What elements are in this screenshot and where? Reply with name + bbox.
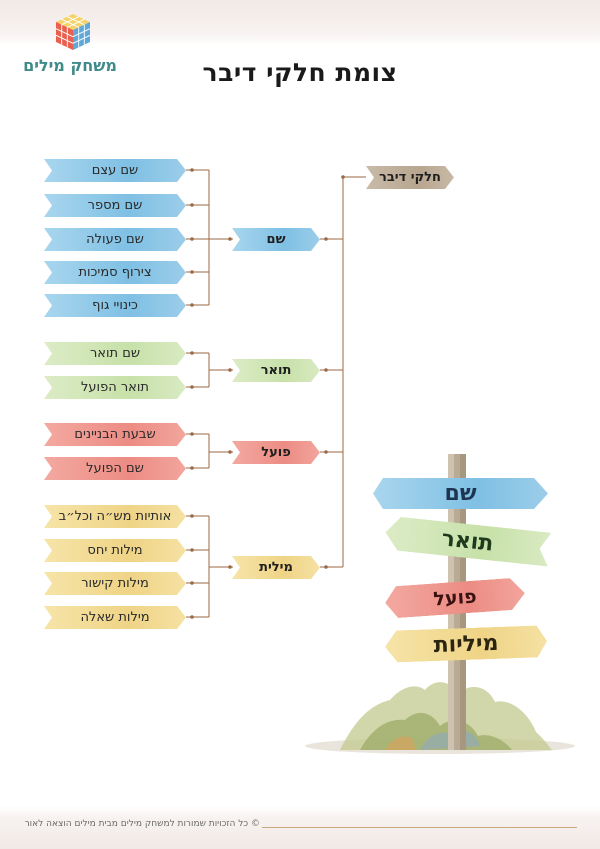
leaf-milot-sheela: מילות שאלה (44, 606, 186, 629)
leaf-toar-hapoal: תואר הפועל (44, 376, 186, 399)
leaf-binyanim: שבעת הבניינים (44, 423, 186, 446)
leaf-shem-etzem: שם עצם (44, 159, 186, 182)
leaf-kinuyei-guf: כינויי גוף (44, 294, 186, 317)
group-node-toar: תואר (232, 359, 320, 382)
footer-divider (262, 827, 577, 828)
leaf-moshe-vekalev: אותיות מש״ה וכל״ב (44, 505, 186, 528)
group-node-milit: מילית (232, 556, 320, 579)
leaf-milot-kishur: מילות קישור (44, 572, 186, 595)
sign-shem: שם (373, 478, 548, 509)
copyright-footer: © כל הזכויות שמורות למשחק מילים מבית מיל… (24, 819, 260, 829)
sign-miliyot: מיליות (384, 625, 547, 663)
leaf-shem-toar: שם תואר (44, 342, 186, 365)
logo[interactable]: משחק מילים (20, 12, 120, 78)
leaf-shem-mispar: שם מספר (44, 194, 186, 217)
leaf-shem-hapoal: שם הפועל (44, 457, 186, 480)
leaf-smichut: צירוף סמיכות (44, 261, 186, 284)
group-node-shem: שם (232, 228, 320, 251)
top-band (0, 0, 600, 46)
group-node-poal: פועל (232, 441, 320, 464)
root-node: חלקי דיבר (366, 166, 454, 189)
leaf-milot-yachas: מילות יחס (44, 539, 186, 562)
leaf-shem-peula: שם פעולה (44, 228, 186, 251)
logo-text: משחק מילים (23, 56, 117, 75)
page-title: צומת חלקי דיבר (202, 58, 398, 87)
rubiks-cube-icon (55, 14, 91, 50)
